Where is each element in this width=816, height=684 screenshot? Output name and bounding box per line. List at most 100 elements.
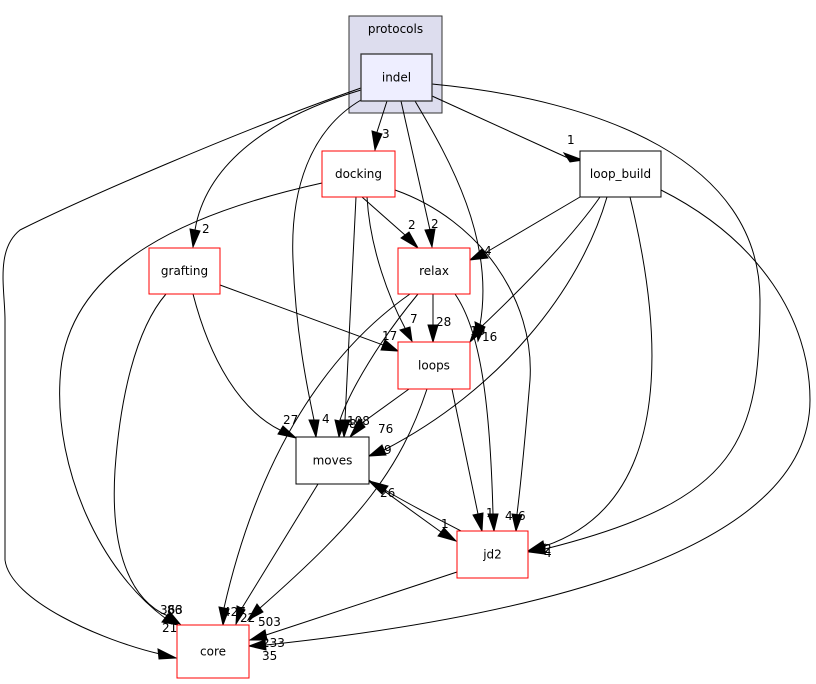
edge-label[interactable]: 27: [283, 413, 298, 427]
edge-line: [265, 189, 811, 646]
edge-label[interactable]: 22: [240, 611, 255, 625]
node-relax[interactable]: relax: [397, 247, 471, 295]
edge-label[interactable]: 233: [262, 636, 285, 650]
edge-line: [376, 100, 388, 133]
edge-relax-to-jd2[interactable]: [454, 293, 499, 533]
edge-label[interactable]: 16: [482, 330, 497, 344]
edge-jd2-to-core[interactable]: [248, 571, 458, 641]
edge-label[interactable]: 28: [436, 315, 451, 329]
edge-label[interactable]: 84: [349, 417, 364, 431]
edge-label[interactable]: 2: [544, 542, 552, 556]
edge-label[interactable]: 2: [408, 218, 416, 232]
arrowhead-icon: [424, 228, 436, 249]
edge-indel-to-moves[interactable]: [292, 99, 362, 439]
node-loops[interactable]: loops: [397, 341, 471, 390]
node-grafting[interactable]: grafting: [148, 247, 221, 295]
edge-loop_build-to-moves[interactable]: [367, 196, 608, 457]
edge-label[interactable]: 1: [441, 517, 449, 531]
edge-label[interactable]: 17: [382, 329, 397, 343]
edge-label[interactable]: 427: [223, 605, 246, 619]
edge-label[interactable]: 6: [518, 509, 526, 523]
edge-line: [265, 571, 458, 636]
edge-line: [192, 293, 281, 431]
edge-label[interactable]: 2: [431, 217, 439, 231]
node-core[interactable]: core: [176, 624, 250, 679]
edge-label[interactable]: 35: [262, 649, 277, 663]
edge-relax-to-moves[interactable]: [334, 293, 419, 439]
arrowhead-icon: [308, 419, 320, 439]
node-loop_build[interactable]: loop_build: [579, 150, 662, 198]
edge-label[interactable]: 1: [486, 506, 494, 520]
arrowhead-icon: [334, 419, 346, 439]
edge-loop_build-to-relax[interactable]: [468, 196, 581, 261]
arrowhead-icon: [472, 512, 484, 533]
node-label: relax: [419, 264, 449, 278]
arrowhead-icon: [247, 639, 267, 651]
edge-label[interactable]: 3: [382, 127, 390, 141]
edge-line: [344, 196, 357, 421]
arrowhead-icon: [468, 248, 489, 261]
node-label: jd2: [482, 548, 502, 562]
edge-relax-to-core[interactable]: [218, 293, 411, 627]
edge-loop_build-to-core[interactable]: [247, 189, 811, 651]
edge-loops-to-core[interactable]: [246, 388, 428, 622]
edge-line: [292, 99, 362, 421]
edge-loops-to-moves[interactable]: [348, 388, 410, 439]
edge-grafting-to-moves[interactable]: [192, 293, 298, 439]
arrowhead-icon: [248, 629, 268, 641]
edge-moves-to-core[interactable]: [235, 483, 319, 626]
node-box: [295, 436, 370, 485]
edge-label[interactable]: 4: [505, 509, 513, 523]
edge-line: [259, 388, 428, 609]
arrowhead-icon: [427, 324, 439, 344]
edge-label[interactable]: 108: [347, 414, 370, 428]
edge-label[interactable]: 4: [544, 546, 552, 560]
edge-jd2-to-moves[interactable]: [367, 480, 462, 532]
node-jd2[interactable]: jd2: [456, 530, 529, 579]
edge-indel-to-core[interactable]: [2, 87, 362, 660]
edge-line: [431, 83, 761, 550]
edge-label[interactable]: 10: [470, 324, 485, 338]
edges-layer: [2, 83, 811, 660]
arrowhead-icon: [511, 513, 523, 533]
edge-indel-to-docking[interactable]: [371, 100, 388, 152]
edge-indel-to-grafting[interactable]: [189, 89, 362, 249]
arrowhead-icon: [235, 605, 246, 626]
node-indel[interactable]: indel: [360, 53, 433, 102]
edge-line: [454, 293, 494, 515]
edge-label[interactable]: 1: [567, 133, 575, 147]
edge-indel-to-relax[interactable]: [400, 100, 436, 249]
edge-label[interactable]: 21: [162, 621, 177, 635]
arrowhead-icon: [246, 603, 264, 622]
edge-label[interactable]: 86: [167, 603, 182, 617]
edge-line: [241, 483, 319, 609]
edge-docking-to-jd2[interactable]: [394, 189, 531, 533]
edge-label[interactable]: 76: [378, 422, 393, 436]
edge-loop_build-to-jd2[interactable]: [526, 196, 653, 552]
edge-loops-to-jd2[interactable]: [451, 388, 484, 533]
edge-indel-to-loops[interactable]: [414, 100, 486, 343]
edge-label[interactable]: 4: [322, 412, 330, 426]
edge-line: [194, 89, 362, 231]
edge-indel-to-loop_build[interactable]: [431, 95, 585, 163]
edge-grafting-to-core[interactable]: [113, 293, 182, 625]
node-moves[interactable]: moves: [295, 436, 370, 485]
edge-docking-to-relax[interactable]: [361, 196, 420, 250]
nodes-layer: indel docking loop_build grafting relax loops…: [148, 53, 662, 679]
edge-label[interactable]: 26: [380, 486, 395, 500]
edge-label[interactable]: 9: [384, 443, 392, 457]
node-docking[interactable]: docking: [321, 150, 396, 198]
edge-label[interactable]: 363: [160, 603, 183, 617]
edge-relax-to-loops[interactable]: [427, 294, 439, 344]
edge-line: [2, 87, 362, 655]
edge-label[interactable]: 503: [258, 615, 281, 629]
node-label: core: [200, 645, 226, 659]
edge-label[interactable]: 7: [410, 312, 418, 326]
edge-loop_build-to-loops[interactable]: [468, 196, 601, 344]
edge-label[interactable]: 4: [484, 244, 492, 258]
arrowhead-icon: [562, 152, 585, 163]
edge-line: [479, 196, 601, 329]
edge-grafting-to-loops[interactable]: [219, 284, 400, 352]
edge-label[interactable]: 2: [202, 222, 210, 236]
